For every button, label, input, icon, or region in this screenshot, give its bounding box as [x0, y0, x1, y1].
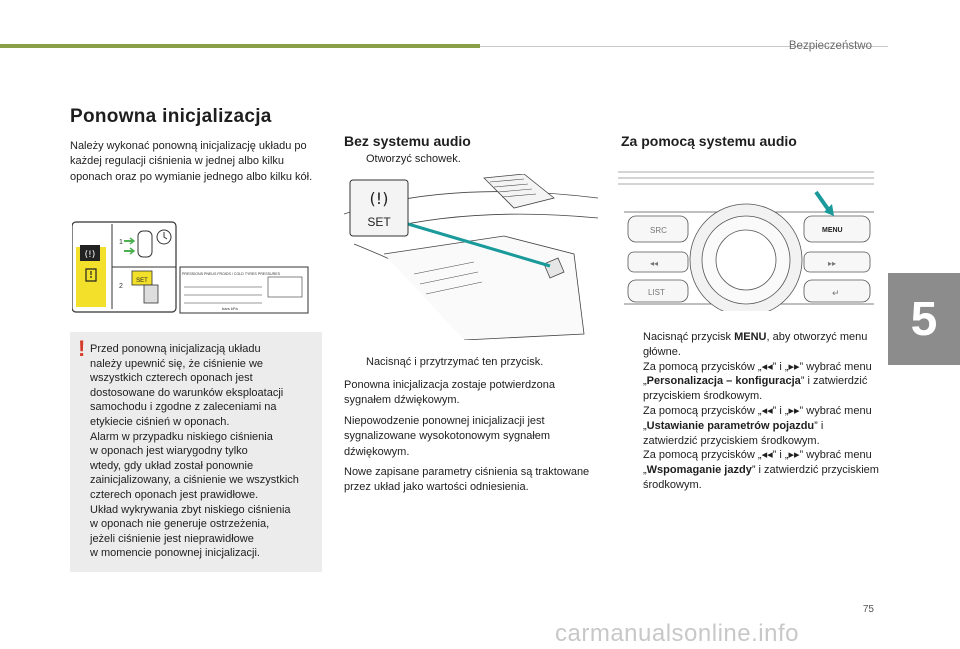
- svg-text:(!): (!): [85, 250, 96, 260]
- warning-line: wtedy, gdy układ został ponownie: [90, 459, 254, 472]
- chapter-tab: 5: [888, 273, 960, 365]
- prev-label: ◂◂: [650, 259, 658, 268]
- chapter-number: 5: [910, 292, 938, 346]
- warning-line: samochodu i zgodne z zaleceniami na: [90, 401, 277, 414]
- header-rule: [480, 46, 888, 47]
- set-button-callout: [349, 179, 409, 237]
- warning-line: dostosowane do warunków eksploatacji: [90, 386, 284, 399]
- tyre-pressure-label-illustration: (!) 1 2 SET PRESSIONS PNEUS FROIDS / COL…: [72, 221, 309, 314]
- audio-step-4: Za pomocą przycisków „◂◂” i „▸▸” wybrać …: [643, 449, 879, 491]
- label-step-2: 2: [119, 283, 123, 290]
- pointer-arrow-head: [824, 204, 834, 216]
- label-book-icon: [85, 268, 97, 282]
- src-label: SRC: [650, 226, 667, 235]
- src-button: [627, 215, 689, 243]
- warning-line: wszystkich czterech oponach jest: [90, 372, 253, 385]
- back-button: [803, 279, 871, 303]
- label-set-button-icon: SET: [131, 270, 159, 304]
- warning-line: zainicjalizowany, a ciśnienie we wszystk…: [90, 474, 299, 487]
- warning-line: Alarm w przypadku niskiego ciśnienia: [90, 430, 273, 443]
- audio-panel-illustration: SRC ◂◂ LIST MENU ▸▸ ↵: [618, 168, 874, 311]
- svg-text:SET: SET: [136, 278, 148, 284]
- warning-line: w momencie ponownej inicjalizacji.: [90, 547, 260, 560]
- warning-line: etykiecie ciśnień w oponach.: [90, 415, 230, 428]
- warning-line: czterech oponach jest prawidłowe.: [90, 488, 259, 501]
- page-title: Ponowna inicjalizacja: [70, 106, 272, 127]
- list-label: LIST: [648, 288, 665, 297]
- menu-button: [803, 215, 871, 243]
- warning-line: jeżeli ciśnienie jest nieprawidłowe: [90, 532, 254, 545]
- intro-text: Należy wykonać ponowną inicjalizację ukł…: [70, 140, 313, 183]
- watermark: carmanualsonline.info: [555, 620, 799, 647]
- list-button: [627, 279, 689, 303]
- confirm-paragraph: Ponowna inicjalizacja zostaje potwierdzo…: [344, 379, 555, 407]
- section-title: Bezpieczeństwo: [788, 40, 872, 52]
- car-arrows-icon: [124, 229, 172, 258]
- pressure-table-title: PRESSIONS PNEUS FROIDS / COLD TYRES PRES…: [182, 272, 281, 276]
- menu-label: MENU: [822, 227, 843, 234]
- back-label: ↵: [832, 288, 840, 298]
- next-button: [803, 251, 871, 273]
- page-number: 75: [862, 604, 874, 615]
- center-button: [715, 229, 777, 291]
- warning-text: Przed ponowną inicjalizacją układu należ…: [90, 342, 320, 561]
- next-label: ▸▸: [828, 259, 836, 268]
- warning-line: w oponach nie generuje ostrzeżenia,: [90, 518, 270, 531]
- heading-no-audio: Bez systemu audio: [344, 133, 471, 149]
- pointer-line: [407, 222, 551, 268]
- tyre-warning-icon: (!): [370, 189, 389, 208]
- heading-with-audio: Za pomocą systemu audio: [621, 133, 797, 149]
- glovebox-lid: [383, 235, 585, 340]
- glovebox-illustration: (!) SET: [344, 174, 598, 340]
- set-button-label: SET: [367, 215, 391, 229]
- step-press-hold: Nacisnąć i przytrzymać ten przycisk.: [366, 356, 544, 368]
- reference-paragraph: Nowe zapisane parametry ciśnienia są tra…: [344, 466, 590, 494]
- label-step-1: 1: [119, 239, 123, 246]
- warning-line: w oponach jest wiarygodny tylko: [90, 445, 248, 458]
- warning-line: Układ wykrywania zbyt niskiego ciśnienia: [90, 503, 291, 516]
- failure-paragraph: Niepowodzenie ponownej inicjalizacji jes…: [344, 415, 551, 458]
- warning-box: [70, 332, 322, 572]
- warning-line: Przed ponowną inicjalizacją układu: [90, 343, 261, 355]
- set-button-location: [543, 257, 565, 279]
- audio-step-2: Za pomocą przycisków „◂◂” i „▸▸” wybrać …: [643, 360, 872, 403]
- warning-line: należy upewnić się, że ciśnienie we: [90, 357, 264, 370]
- audio-step-3: Za pomocą przycisków „◂◂” i „▸▸” wybrać …: [643, 404, 872, 447]
- air-vent: [483, 174, 555, 209]
- audio-steps-list: Nacisnąć przycisk MENU, aby otworzyć men…: [621, 330, 879, 493]
- warning-mark: !: [78, 336, 86, 361]
- step-open-glovebox: Otworzyć schowek.: [366, 153, 461, 165]
- audio-step-1: Nacisnąć przycisk MENU, aby otworzyć men…: [643, 331, 868, 358]
- header-accent-bar: [0, 44, 480, 48]
- prev-button: [627, 251, 689, 273]
- pressure-table: [179, 266, 309, 314]
- label-warning-icon: [80, 245, 100, 261]
- pressure-table-units: bars kPa: [222, 306, 239, 311]
